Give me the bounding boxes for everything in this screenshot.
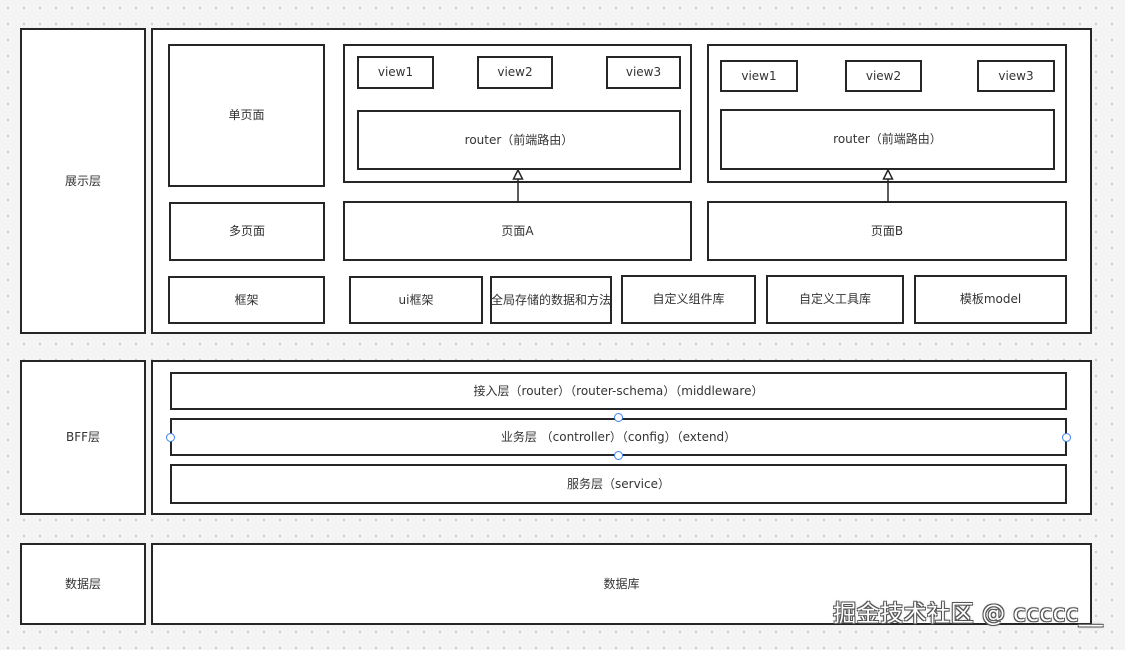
custom-components-label: 自定义组件库 <box>652 292 725 307</box>
data-layer-label[interactable]: 数据层 <box>20 543 146 625</box>
resize-handle-right[interactable] <box>1062 433 1071 442</box>
presentation-layer-label[interactable]: 展示层 <box>20 28 146 334</box>
page-a-label: 页面A <box>501 223 534 238</box>
resize-handle-bottom[interactable] <box>614 451 623 460</box>
single-page-box[interactable]: 单页面 <box>168 44 325 187</box>
router-box-b[interactable]: router（前端路由） <box>720 109 1055 170</box>
page-b-label: 页面B <box>870 223 904 238</box>
router-label-a: router（前端路由） <box>464 132 574 147</box>
custom-utils-box[interactable]: 自定义工具库 <box>766 275 904 324</box>
multi-page-box[interactable]: 多页面 <box>169 202 325 261</box>
multi-page-label: 多页面 <box>228 224 265 239</box>
template-model-box[interactable]: 模板model <box>914 275 1067 324</box>
ui-framework-box[interactable]: ui框架 <box>349 276 483 324</box>
view-box-a3[interactable]: view3 <box>606 56 681 89</box>
custom-utils-label: 自定义工具库 <box>798 292 871 307</box>
service-layer-box[interactable]: 服务层（service） <box>170 464 1067 504</box>
view-label-a2: view2 <box>497 65 533 80</box>
router-box-a[interactable]: router（前端路由） <box>357 110 681 170</box>
global-store-box[interactable]: 全局存储的数据和方法 <box>490 276 612 324</box>
custom-components-box[interactable]: 自定义组件库 <box>621 275 756 324</box>
ui-framework-label: ui框架 <box>398 292 434 307</box>
view-label-a1: view1 <box>377 65 414 80</box>
view-box-b3[interactable]: view3 <box>977 60 1055 92</box>
framework-box[interactable]: 框架 <box>168 276 325 324</box>
resize-handle-left[interactable] <box>166 433 175 442</box>
page-b-box[interactable]: 页面B <box>707 201 1067 261</box>
view-box-a2[interactable]: view2 <box>477 56 553 89</box>
framework-label: 框架 <box>234 292 259 307</box>
view-label-b3: view3 <box>998 68 1034 83</box>
view-box-b2[interactable]: view2 <box>845 60 922 92</box>
service-layer-label: 服务层（service） <box>567 476 670 491</box>
global-store-label: 全局存储的数据和方法 <box>491 292 612 307</box>
page-a-box[interactable]: 页面A <box>343 201 692 261</box>
presentation-layer-label-text: 展示层 <box>64 173 101 188</box>
view-label-a3: view3 <box>625 65 662 80</box>
view-label-b2: view2 <box>865 68 902 83</box>
database-box[interactable]: 数据库 <box>151 543 1092 625</box>
single-page-label: 单页面 <box>228 108 265 123</box>
view-box-b1[interactable]: view1 <box>720 60 798 92</box>
bff-layer-label[interactable]: BFF层 <box>20 360 146 515</box>
business-layer-label: 业务层 （controller）（config）（extend） <box>500 429 737 444</box>
access-layer-label: 接入层（router）（router-schema）（middleware） <box>473 383 764 398</box>
template-model-label: 模板model <box>959 292 1022 307</box>
bff-layer-label-text: BFF层 <box>65 430 101 445</box>
database-label: 数据库 <box>603 576 640 591</box>
router-label-b: router（前端路由） <box>833 132 942 147</box>
resize-handle-top[interactable] <box>614 413 623 422</box>
access-layer-box[interactable]: 接入层（router）（router-schema）（middleware） <box>170 372 1067 410</box>
data-layer-label-text: 数据层 <box>64 576 101 591</box>
view-label-b1: view1 <box>741 68 777 83</box>
watermark: 掘金技术社区 @ ccccc__ <box>833 601 1103 627</box>
view-box-a1[interactable]: view1 <box>357 56 434 89</box>
